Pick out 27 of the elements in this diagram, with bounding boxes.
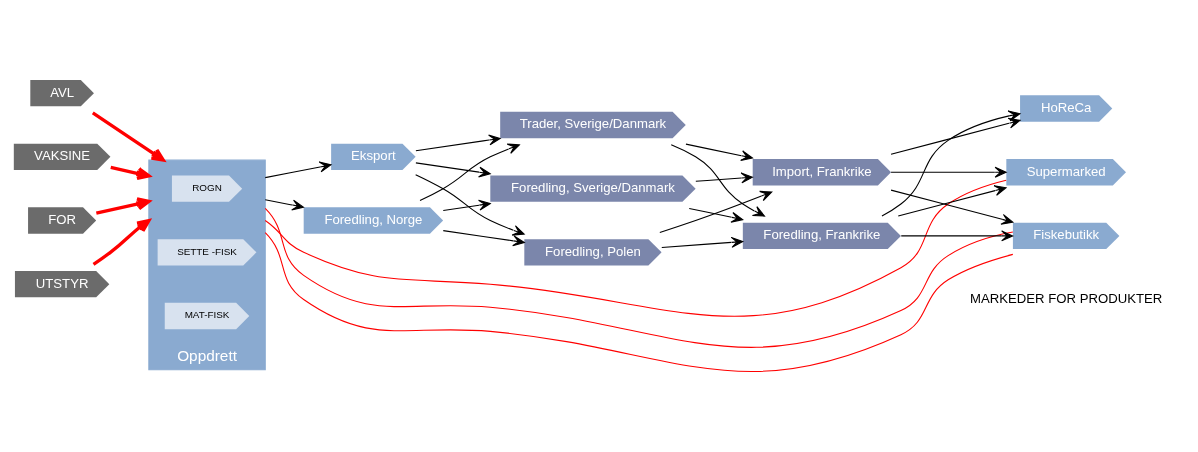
connector [264, 232, 1014, 372]
arrow [415, 174, 525, 236]
arrow [897, 185, 1007, 217]
arrow [900, 230, 1014, 242]
arrow [264, 199, 304, 211]
arrow [890, 117, 1021, 155]
arrow [95, 197, 151, 215]
arrow [92, 218, 151, 266]
arrow [670, 144, 765, 217]
arrow [890, 189, 1014, 225]
arrow [419, 143, 520, 202]
arrow [890, 166, 1007, 178]
arrow [91, 111, 165, 162]
arrow [659, 190, 773, 233]
arrow [661, 236, 744, 248]
label: MARKEDER FOR PRODUKTER [970, 290, 1163, 306]
arrow [415, 134, 501, 152]
arrow [110, 165, 151, 180]
arrow [442, 230, 525, 247]
arrow [264, 161, 332, 179]
arrow [442, 199, 491, 211]
arrow [695, 172, 754, 184]
arrow [685, 143, 753, 162]
arrow [415, 162, 491, 178]
arrow [688, 207, 744, 223]
arrow [881, 110, 1021, 217]
connector [264, 179, 1007, 317]
